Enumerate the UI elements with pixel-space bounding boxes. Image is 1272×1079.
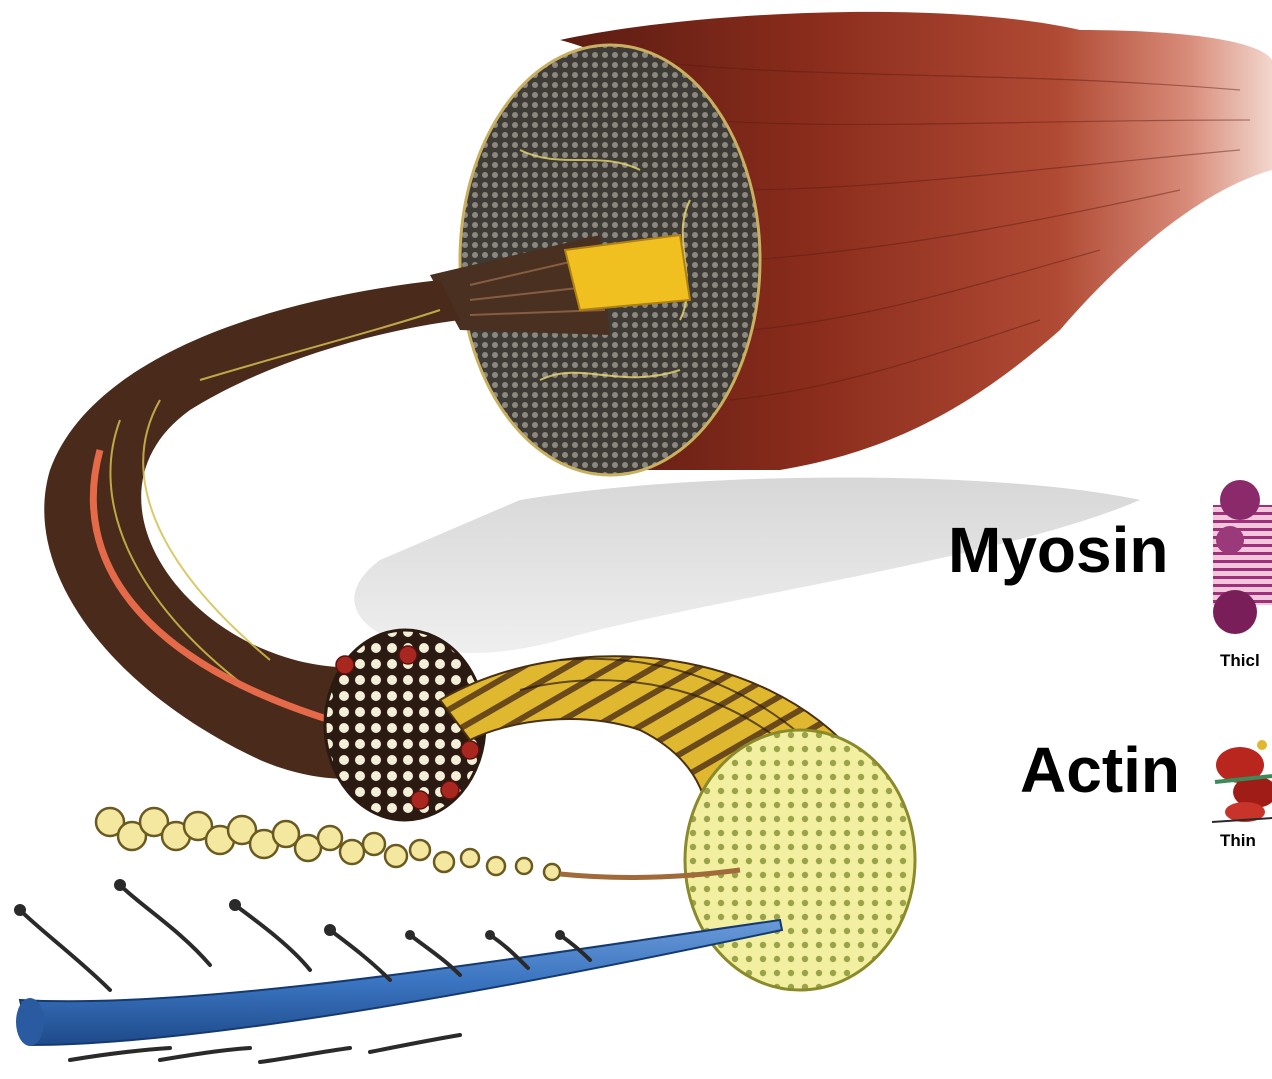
thin-filament-icon: [1212, 740, 1272, 822]
thin-filament-caption: Thin: [1220, 832, 1256, 849]
actin-label: Actin: [1020, 738, 1180, 802]
filament-cross-section: [685, 730, 915, 990]
thick-filament-icon: [1213, 480, 1272, 634]
actin-chain: [96, 808, 560, 880]
myosin-label: Myosin: [948, 518, 1168, 582]
thick-filament-caption: Thicl: [1220, 652, 1260, 669]
myosin-filament: [20, 920, 782, 1045]
